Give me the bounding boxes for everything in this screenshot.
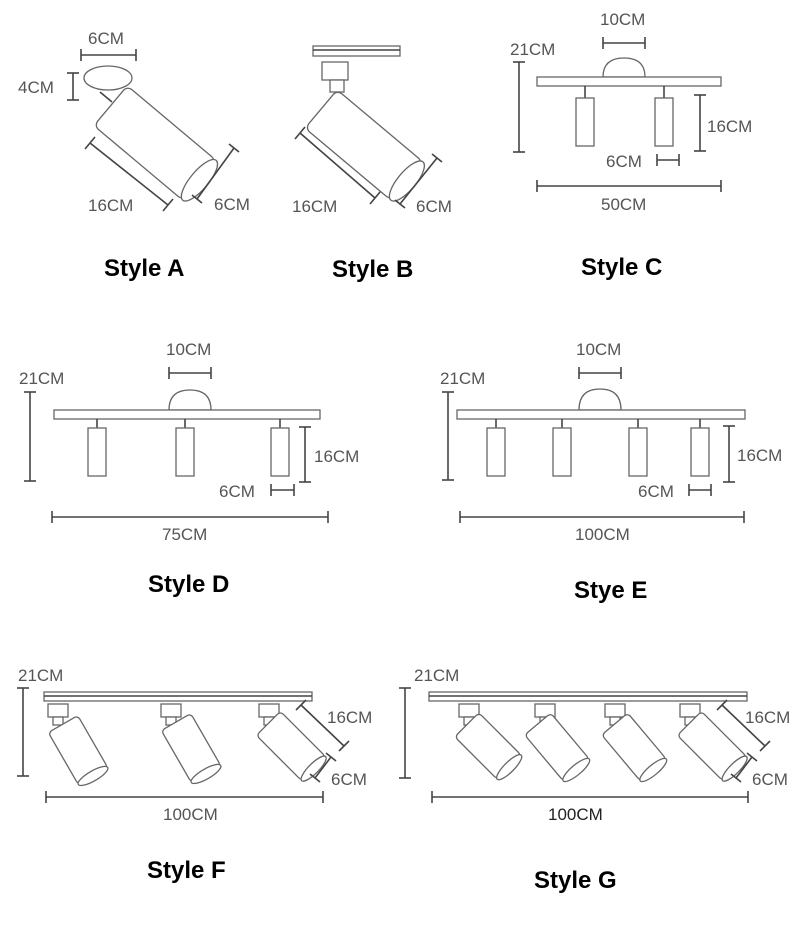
dim-label-g-width: 100CM — [548, 805, 603, 824]
dim-label-a-base-height: 4CM — [18, 78, 54, 97]
dim-label-f-lamp: 16CM — [327, 708, 372, 727]
ceiling-base-a — [83, 65, 133, 91]
dim-label-e-width: 100CM — [575, 525, 630, 544]
spotlight-e-1 — [486, 427, 506, 477]
style-b-title: Style B — [332, 256, 413, 283]
style-f-diagram: 21CM — [17, 666, 372, 884]
dim-label-f-width: 100CM — [163, 805, 218, 824]
dim-label-e-base: 10CM — [576, 340, 621, 359]
style-e-title: Stye E — [574, 577, 647, 604]
spotlight-c-1 — [575, 97, 595, 147]
dim-label-e-diameter: 6CM — [638, 482, 674, 501]
spotlight-d-2 — [175, 427, 195, 477]
dim-label-c-width: 50CM — [601, 195, 646, 214]
style-c-diagram: 10CM 21CM 16CM 6CM 50CM Style C — [510, 10, 752, 281]
dim-line-g-lamp — [721, 704, 766, 747]
style-g-diagram: 21CM — [399, 666, 790, 894]
dim-label-e-lamp: 16CM — [737, 446, 782, 465]
bar-c — [536, 76, 722, 87]
dim-label-d-base: 10CM — [166, 340, 211, 359]
dim-line-a-diameter — [196, 147, 235, 200]
dim-line-g-diameter — [735, 756, 753, 779]
spotlight-g-2 — [525, 703, 591, 783]
spotlight-e-2 — [552, 427, 572, 477]
dim-label-a-length: 16CM — [88, 196, 133, 215]
style-b-diagram: 16CM 6CM Style B — [292, 45, 452, 283]
spotlight-f-2 — [160, 703, 222, 785]
style-a-diagram: 6CM 4CM 16CM 6CM Style A — [18, 29, 250, 282]
dim-label-d-height: 21CM — [19, 369, 64, 388]
dim-line-f-diameter — [314, 756, 332, 779]
style-c-title: Style C — [581, 254, 662, 281]
dim-label-c-height: 21CM — [510, 40, 555, 59]
style-e-diagram: 10CM 21CM 16CM 6CM 100CM Stye E — [440, 340, 782, 604]
dim-label-a-base-width: 6CM — [88, 29, 124, 48]
spotlight-body-b — [306, 91, 426, 202]
ceiling-base-d — [168, 389, 212, 411]
dim-line-b-length — [299, 132, 376, 199]
style-f-title: Style F — [147, 857, 226, 884]
spotlight-g-3 — [602, 703, 668, 783]
dim-label-g-height: 21CM — [414, 666, 459, 685]
spotlight-g-4 — [678, 703, 748, 782]
dim-label-c-diameter: 6CM — [606, 152, 642, 171]
dim-label-c-base: 10CM — [600, 10, 645, 29]
dim-label-b-length: 16CM — [292, 197, 337, 216]
spotlight-g-1 — [455, 703, 523, 781]
dim-line-f-lamp — [300, 704, 345, 747]
spotlight-e-3 — [628, 427, 648, 477]
spotlight-f-1 — [47, 703, 109, 787]
spotlight-c-2 — [654, 97, 674, 147]
dim-label-g-lamp: 16CM — [745, 708, 790, 727]
dim-label-f-diameter: 6CM — [331, 770, 367, 789]
dim-line-b-diameter — [399, 157, 438, 205]
bar-d — [53, 409, 321, 420]
dim-label-b-diameter: 6CM — [416, 197, 452, 216]
dim-label-e-height: 21CM — [440, 369, 485, 388]
style-a-title: Style A — [104, 255, 184, 282]
dim-label-d-width: 75CM — [162, 525, 207, 544]
dim-label-f-height: 21CM — [18, 666, 63, 685]
dim-label-d-diameter: 6CM — [219, 482, 255, 501]
spotlight-f-3 — [257, 703, 327, 782]
dim-line-a-length — [89, 142, 169, 206]
ceiling-base-c — [602, 57, 646, 78]
style-d-title: Style D — [148, 571, 229, 598]
ceiling-base-e — [578, 388, 622, 411]
spotlight-body-a — [95, 87, 219, 202]
style-g-title: Style G — [534, 867, 617, 894]
bar-e — [456, 409, 746, 420]
style-d-diagram: 10CM 21CM 16CM 6CM 75CM Style D — [19, 340, 359, 598]
spotlight-e-4 — [690, 427, 710, 477]
track-rail-b — [312, 45, 401, 57]
dim-label-c-lamp: 16CM — [707, 117, 752, 136]
dim-label-g-diameter: 6CM — [752, 770, 788, 789]
dim-label-a-diameter: 6CM — [214, 195, 250, 214]
track-adapter-b — [321, 61, 349, 81]
dim-label-d-lamp: 16CM — [314, 447, 359, 466]
spotlight-d-3 — [270, 427, 290, 477]
spotlight-d-1 — [87, 427, 107, 477]
